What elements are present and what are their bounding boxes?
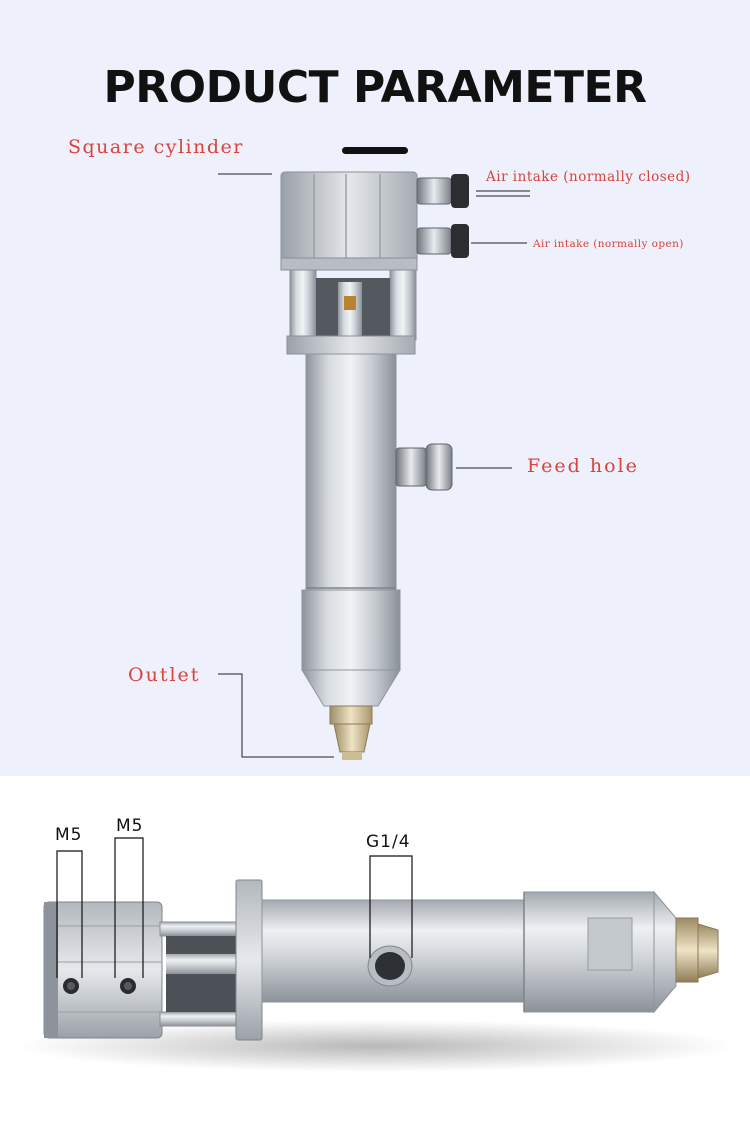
page-title: PRODUCT PARAMETER bbox=[103, 62, 647, 113]
dimension-m5-left: M5 bbox=[55, 825, 83, 845]
dispensing-valve-illustration bbox=[218, 171, 530, 760]
label-outlet: Outlet bbox=[128, 664, 201, 686]
dimension-m5-right: M5 bbox=[116, 816, 144, 836]
title-underline bbox=[342, 147, 408, 154]
label-feed-hole: Feed hole bbox=[527, 455, 639, 477]
label-square-cylinder: Square cylinder bbox=[68, 136, 244, 158]
dispensing-valve-side-view bbox=[15, 837, 735, 1072]
product-figure-panel: PRODUCT PARAMETER Square cylinder Air in… bbox=[0, 0, 750, 776]
side-view-panel bbox=[0, 776, 750, 1137]
label-air-intake-open: Air intake (normally open) bbox=[533, 238, 684, 250]
label-air-intake-closed: Air intake (normally closed) bbox=[486, 169, 691, 185]
dimension-g14-feed-port: G1/4 bbox=[366, 832, 411, 852]
